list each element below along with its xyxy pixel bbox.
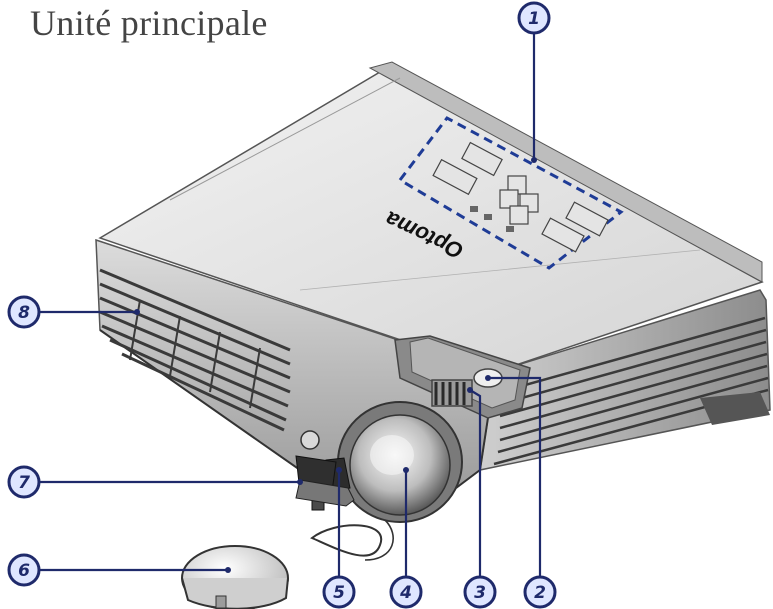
svg-text:1: 1: [528, 9, 540, 29]
leader-dots: [134, 157, 537, 573]
svg-text:8: 8: [18, 303, 30, 323]
callout-1: 1: [517, 1, 551, 35]
page-title: Unité principale: [30, 3, 268, 43]
callout-4: 4: [389, 575, 423, 609]
svg-text:2: 2: [534, 583, 546, 603]
svg-text:7: 7: [18, 473, 30, 493]
focus-ring: [431, 379, 473, 407]
svg-text:4: 4: [399, 583, 412, 603]
svg-text:5: 5: [333, 583, 345, 603]
callout-6: 6: [7, 553, 41, 587]
vent-grille-right: [493, 316, 770, 466]
lens: [337, 401, 463, 523]
callout-7: 7: [7, 465, 41, 499]
leader-lines: [40, 28, 542, 588]
callout-5: 5: [322, 575, 356, 609]
callout-3: 3: [463, 575, 497, 609]
svg-text:6: 6: [18, 561, 30, 581]
svg-text:3: 3: [474, 583, 486, 603]
callout-8: 8: [7, 295, 41, 329]
callout-2: 2: [523, 575, 557, 609]
lens-recess: [394, 335, 531, 419]
lens-cap: [181, 519, 394, 609]
